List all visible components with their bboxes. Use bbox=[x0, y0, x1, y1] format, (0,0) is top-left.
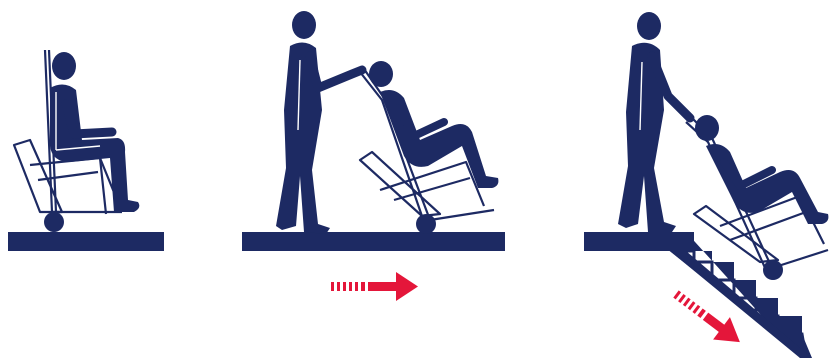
right-arrow-icon bbox=[331, 272, 418, 301]
panel-seated bbox=[8, 50, 164, 251]
floor-1 bbox=[8, 232, 164, 251]
chair-wheel-3 bbox=[763, 260, 783, 280]
stairs bbox=[584, 232, 812, 358]
floor-2 bbox=[242, 232, 505, 251]
attendant-figure-2 bbox=[276, 11, 362, 234]
chair-wheel-2 bbox=[416, 214, 436, 234]
passenger-figure-2 bbox=[369, 61, 498, 188]
attendant-figure-3 bbox=[618, 12, 690, 232]
panel-descending-stairs bbox=[584, 12, 828, 358]
down-right-arrow-icon bbox=[668, 283, 749, 354]
chair-wheel-1 bbox=[44, 212, 64, 232]
passenger-figure-3 bbox=[695, 115, 828, 224]
panel-pushing-flat bbox=[242, 11, 505, 301]
seated-person-icon bbox=[50, 52, 139, 212]
